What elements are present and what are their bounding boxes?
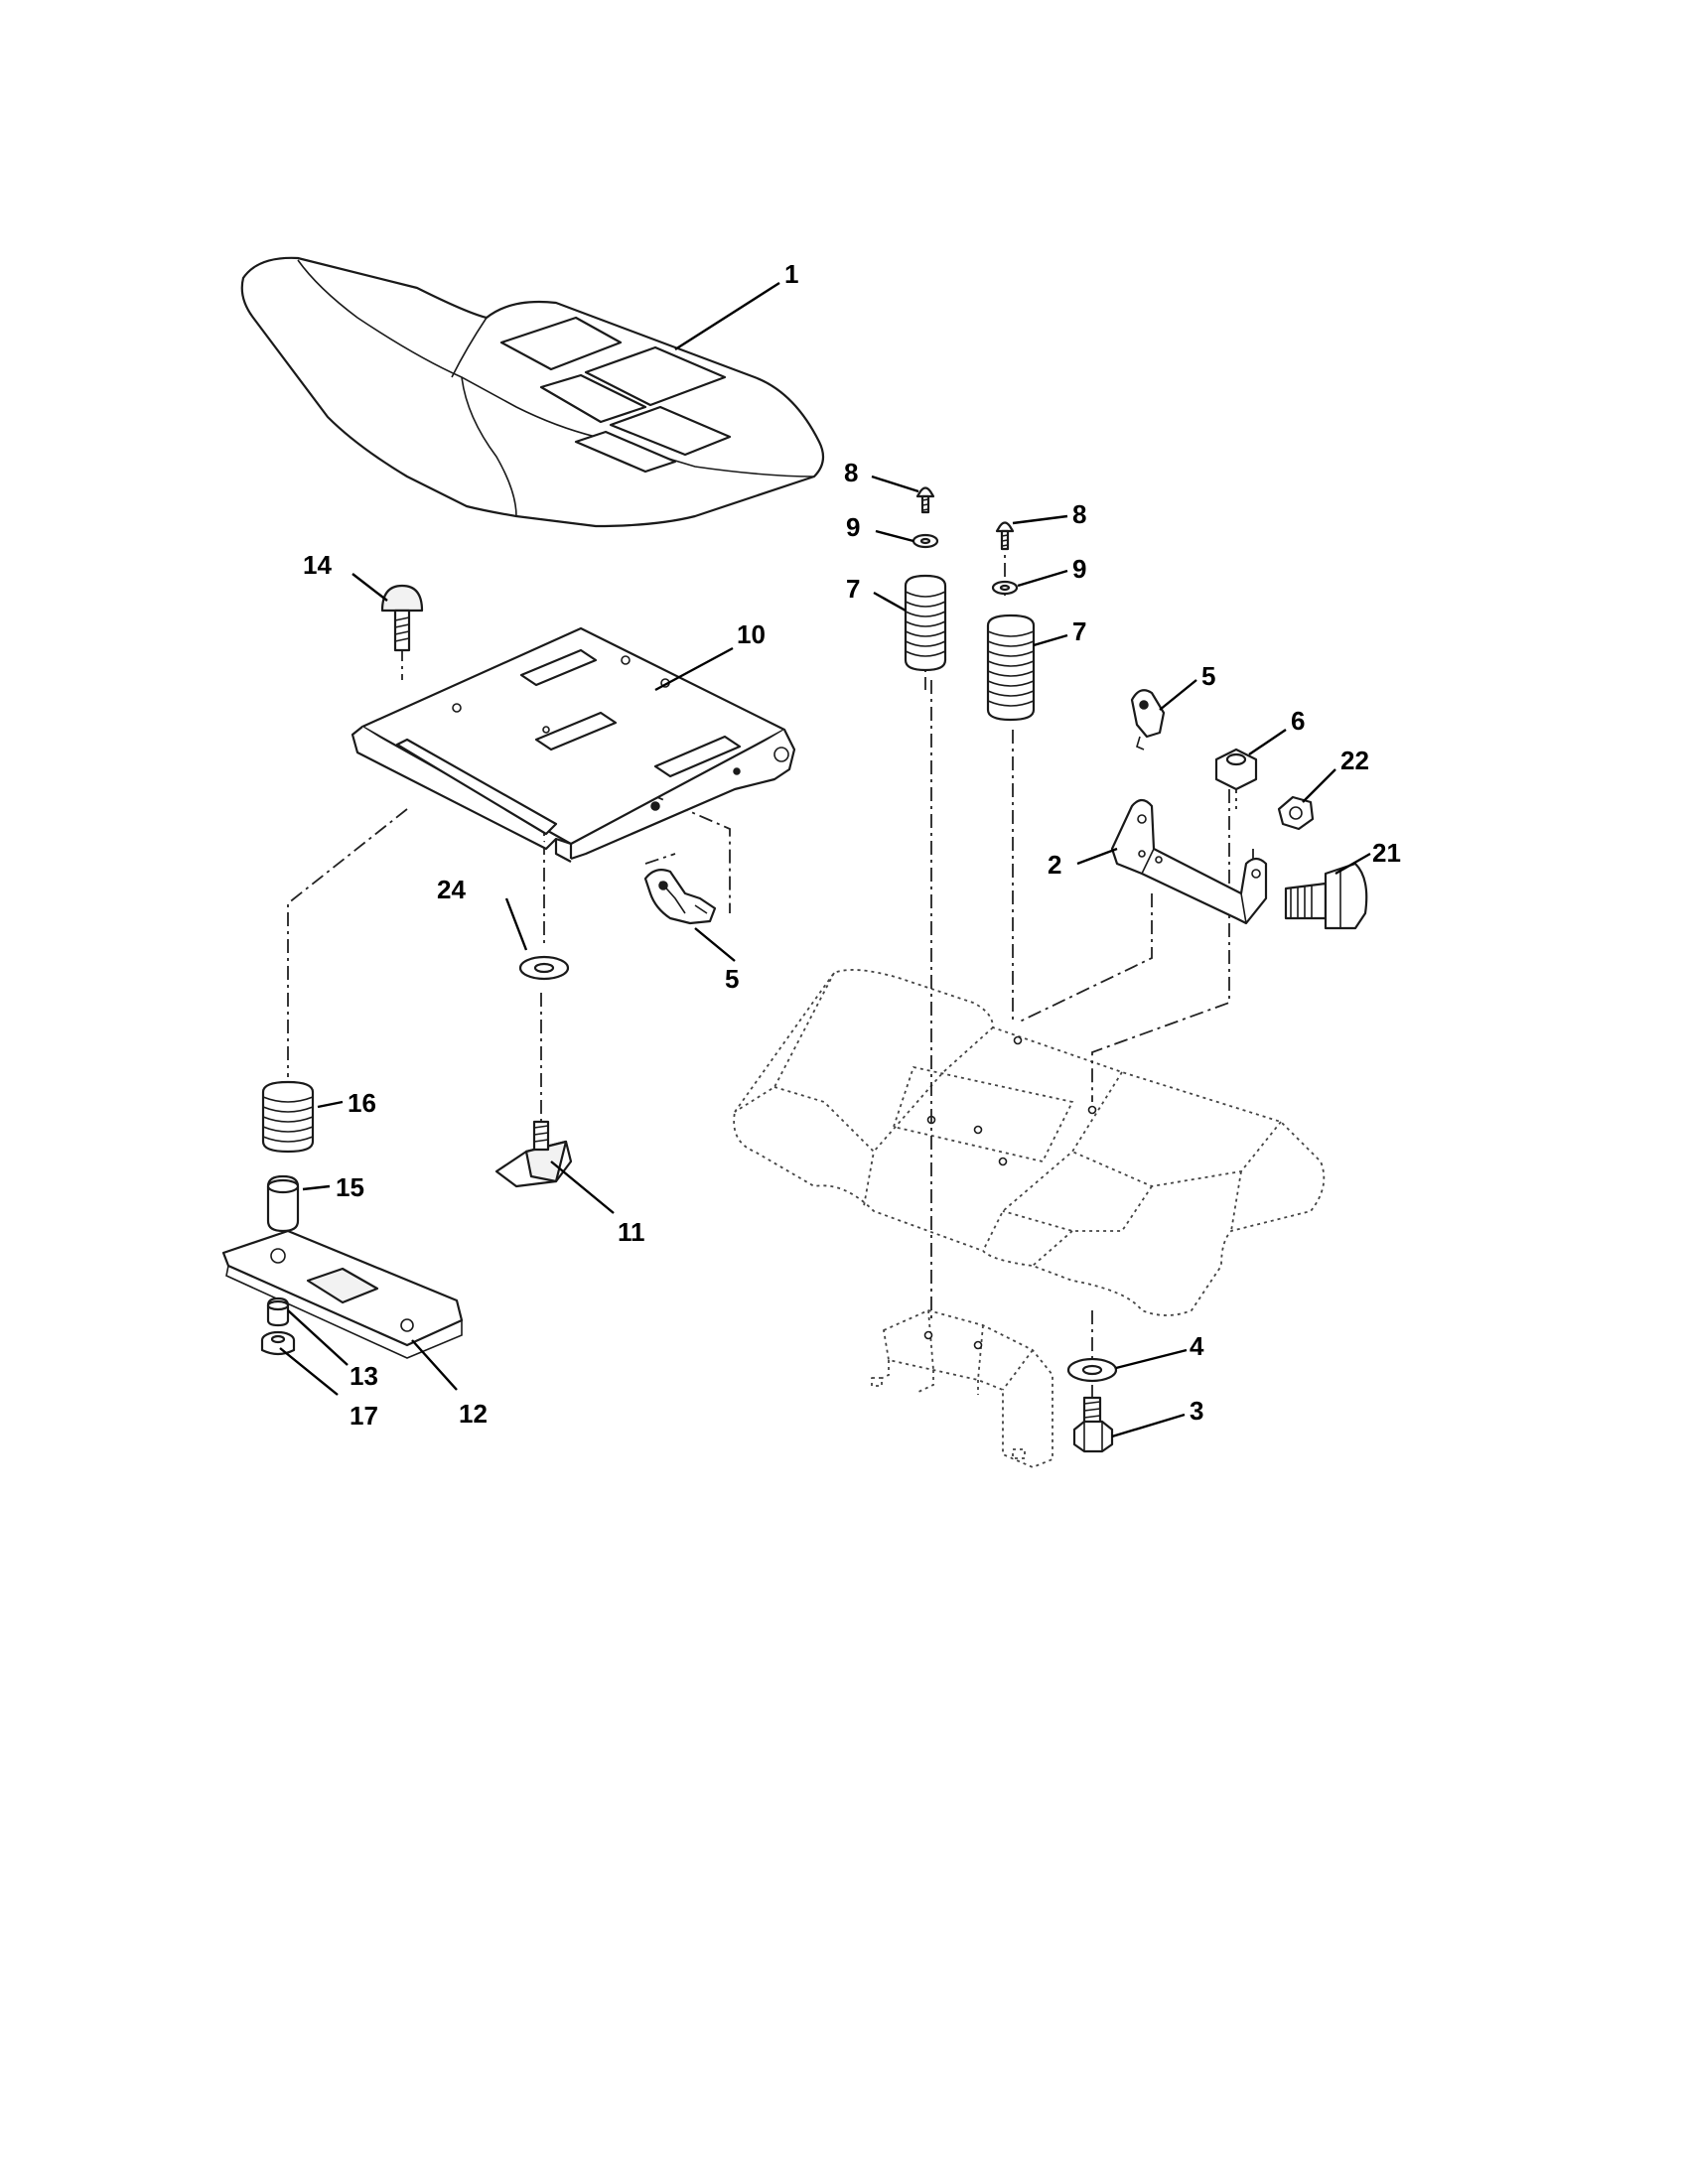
fender-hole [1087,1105,1097,1115]
callout-11: 11 [618,1217,645,1247]
callout-12: 12 [459,1399,488,1429]
callout-5-left: 5 [725,964,739,994]
pan-hole [621,655,631,665]
callout-5-right: 5 [1201,661,1215,691]
seat-panel [609,405,732,457]
callout-21: 21 [1372,838,1401,868]
screw-right [995,521,1015,551]
callout-2: 2 [1048,850,1061,880]
fender-hole [1013,1035,1023,1045]
callout-3: 3 [1190,1396,1203,1426]
seat-panel [574,430,677,474]
lower-frame-bracket-outline [871,1309,1053,1468]
flange-nut [1277,795,1315,831]
fender-hole [998,1157,1008,1166]
callout-24: 24 [437,875,466,904]
bracket-hole [400,1318,414,1332]
pan-hole [542,726,550,734]
callout-8-left: 8 [844,458,858,487]
callout-labels: 1 2 3 4 5 5 6 7 7 8 8 9 9 10 11 12 13 14… [303,259,1401,1431]
seat-pan [351,626,796,863]
flat-washer [518,955,570,981]
pan-rivet [650,801,660,811]
bracket-hole [973,1340,983,1350]
bracket-hole [1137,814,1147,824]
hex-nut [1214,748,1258,791]
fender-hole [973,1125,983,1135]
callout-13: 13 [350,1361,378,1391]
callout-9-right: 9 [1072,554,1086,584]
pan-rivet [733,767,741,775]
bracket-hole [1251,869,1261,879]
seat-switch [643,869,717,925]
seat-panel [539,373,647,424]
washer-large [1066,1357,1118,1383]
spacer-nut [266,1297,290,1327]
washer-left [912,533,939,549]
hex-bolt [1072,1396,1114,1453]
bracket-hole [1155,856,1163,864]
bracket-hole [1138,850,1146,858]
callout-17: 17 [350,1401,378,1431]
callout-15: 15 [336,1172,364,1202]
callout-9-left: 9 [846,512,860,542]
pan-slot [519,648,598,687]
seat-cushion [240,256,825,528]
switch-bracket [1110,798,1268,925]
fender-outline [733,969,1326,1316]
seat-switch-right [1130,689,1166,751]
pan-slot [653,735,742,778]
seat-panel [584,345,727,407]
callout-10: 10 [737,619,766,649]
leader-lines [279,281,1371,1438]
lock-nut [260,1330,296,1356]
callout-7-right: 7 [1072,616,1086,646]
adjustment-knob [494,1120,573,1188]
washer-right [991,580,1019,596]
callout-4: 4 [1190,1331,1204,1361]
callout-6: 6 [1291,706,1305,736]
compression-spring-small [261,1080,315,1154]
seat-spring-left [904,574,947,672]
screw-left [915,486,935,514]
callout-1: 1 [784,259,798,289]
pan-slot [534,711,618,751]
shoulder-bolt [1284,862,1368,930]
bushing [266,1174,300,1233]
bracket-tab [1012,1448,1026,1459]
bracket-hole [270,1248,286,1264]
carriage-bolt [380,584,424,652]
callout-7-left: 7 [846,574,860,604]
callout-22: 22 [1340,746,1369,775]
seat-panel [499,316,623,371]
callout-14: 14 [303,550,332,580]
pan-pivot [773,747,789,762]
callout-16: 16 [348,1088,376,1118]
bracket-hole [923,1330,933,1340]
pivot-bracket [221,1229,464,1359]
pan-hole [452,703,462,713]
bracket-tab [871,1377,883,1387]
seat-spring-right [986,614,1036,722]
callout-8-right: 8 [1072,499,1086,529]
